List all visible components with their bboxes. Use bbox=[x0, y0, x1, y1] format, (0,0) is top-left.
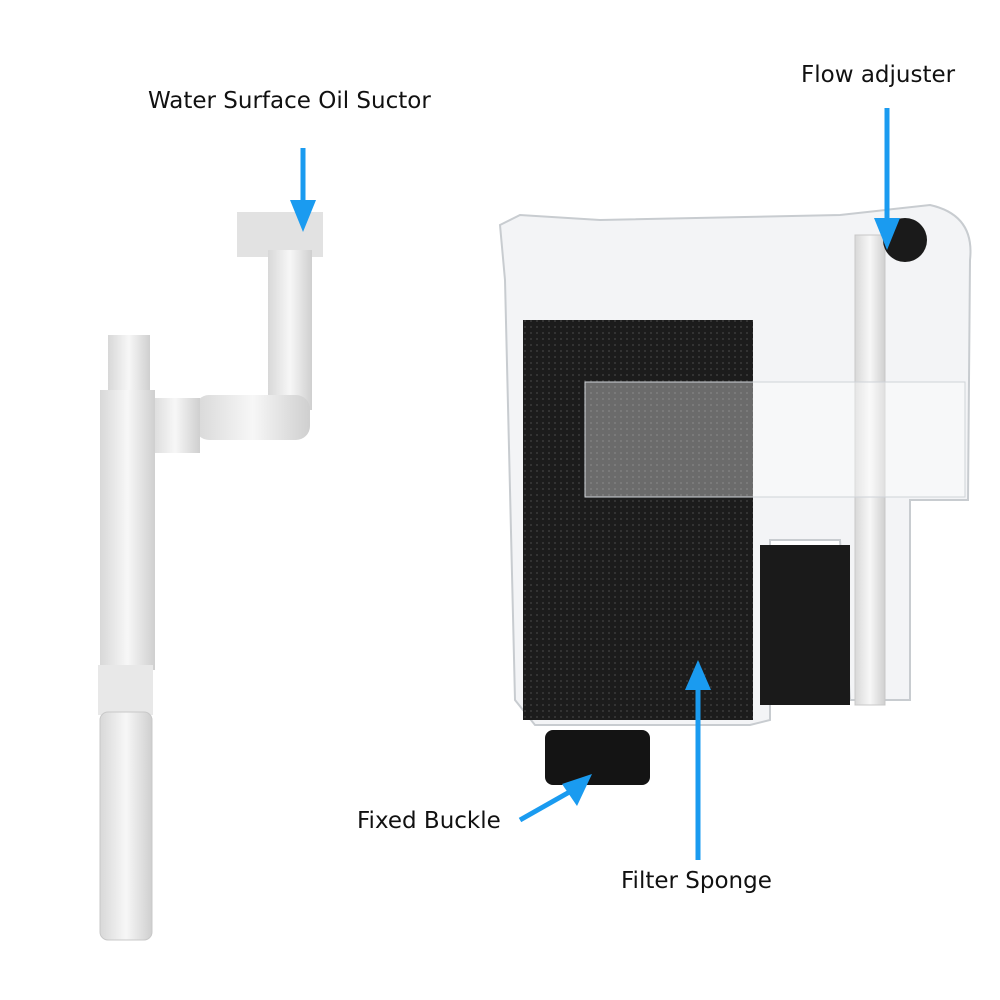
label-fixed-buckle: Fixed Buckle bbox=[357, 808, 501, 834]
label-flow-adjuster: Flow adjuster bbox=[801, 62, 956, 88]
oil-suctor-part bbox=[98, 212, 323, 941]
label-oil-suctor: Water Surface Oil Suctor bbox=[148, 88, 431, 114]
filter-body bbox=[498, 203, 972, 785]
arrows bbox=[290, 108, 900, 860]
label-filter-sponge: Filter Sponge bbox=[621, 868, 772, 894]
